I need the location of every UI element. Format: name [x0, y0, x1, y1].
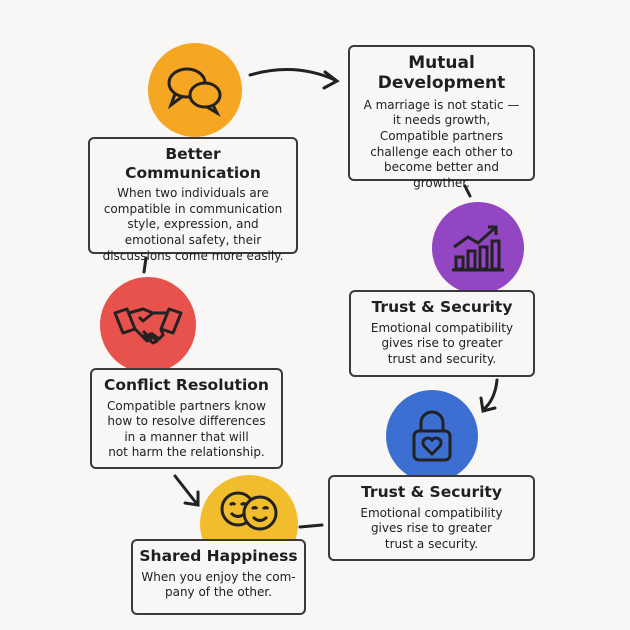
- arrow-conflict-to-happiness: [173, 474, 199, 506]
- connector-happiness-to-security: [298, 523, 324, 529]
- card-trust-security-2: Trust & Security Emotional compatibility…: [328, 475, 535, 561]
- card-text: A marriage is not static — it needs grow…: [363, 97, 520, 190]
- card-mutual-development: Mutual Development A marriage is not sta…: [348, 45, 535, 190]
- connector-communication-to-conflict: [142, 256, 148, 274]
- card-conflict-resolution: Conflict Resolution Compatible partners …: [90, 368, 283, 469]
- arrow-communication-to-development: [248, 68, 337, 82]
- chat-bubbles-icon: [167, 67, 222, 117]
- development-circle: [432, 202, 524, 294]
- heart-lock-icon: [412, 410, 452, 462]
- card-shared-happiness: Shared Happiness When you enjoy the com-…: [131, 539, 306, 615]
- card-text: Emotional compatibility gives rise to gr…: [370, 320, 514, 366]
- handshake-icon: [113, 307, 183, 345]
- conflict-circle: [100, 277, 196, 373]
- card-text: When two individuals are compatible in c…: [102, 186, 284, 263]
- card-text: Compatible partners know how to resolve …: [107, 398, 266, 460]
- arrow-trust-to-security: [481, 378, 499, 412]
- card-title: Conflict Resolution: [104, 376, 269, 394]
- smiling-faces-icon: [220, 491, 278, 531]
- card-title: Trust & Security: [361, 483, 502, 501]
- card-title: Trust & Security: [371, 298, 513, 316]
- card-title: Shared Happiness: [139, 547, 298, 565]
- communication-circle: [148, 43, 242, 137]
- security-circle: [386, 390, 478, 482]
- card-better-communication: Better Communication When two individual…: [88, 137, 298, 263]
- connector-development-to-growth: [463, 184, 472, 198]
- growth-chart-icon: [452, 225, 504, 272]
- card-text: When you enjoy the com- pany of the othe…: [141, 569, 296, 600]
- card-trust-security-1: Trust & Security Emotional compatibility…: [349, 290, 535, 377]
- card-title: Better Communication: [125, 145, 261, 182]
- card-title: Mutual Development: [377, 53, 506, 94]
- card-text: Emotional compatibility gives rise to gr…: [360, 505, 503, 551]
